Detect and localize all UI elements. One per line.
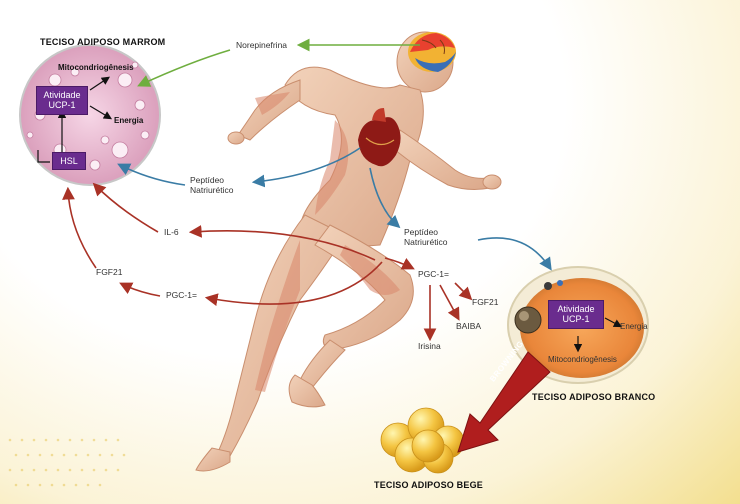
- peptide-heart-label: Peptídeo Natriurético: [190, 175, 234, 195]
- pgc-to-baiba-arrow: [439, 284, 460, 321]
- hsl-corner-arrow: [37, 150, 50, 163]
- peptide-right-label: Peptídeo Natriurético: [404, 227, 448, 247]
- baiba-label: BAIBA: [456, 321, 482, 331]
- pgc-to-fgf21-arrow: [454, 282, 473, 301]
- white-activity-box: Atividade UCP-1: [548, 300, 604, 329]
- white-mitochondriogenesis-label: Mitocondriogênesis: [548, 355, 617, 364]
- browning-arrow: [457, 351, 551, 453]
- brain: [408, 32, 456, 72]
- brown-to-mito-arrow: [89, 76, 110, 91]
- brown-mitochondriogenesis-label: Mitocondriogênesis: [58, 63, 134, 72]
- white-to-energy-arrow: [604, 317, 623, 328]
- beige-fat-cluster: [380, 407, 465, 474]
- muscle-to-il6-arrow: [188, 224, 376, 261]
- beige-tissue-title: TECISO ADIPOSO BEGE: [374, 480, 483, 490]
- pgc-left-label: PGC-1=: [166, 290, 197, 300]
- peptide-to-brown-arrow: [117, 163, 186, 186]
- heart: [358, 108, 401, 167]
- white-tissue-title: TECISO ADIPOSO BRANCO: [532, 392, 656, 402]
- il6-label: IL-6: [164, 227, 179, 237]
- norepinephrine-to-brown-arrow: [137, 49, 231, 87]
- white-energy-label: Energia: [620, 322, 648, 331]
- pgc-center-label: PGC-1=: [418, 269, 449, 279]
- muscle-accents: [255, 92, 400, 392]
- fgf21-center-label: FGF21: [472, 297, 499, 307]
- brown-tissue-circle: [19, 44, 161, 186]
- dot-texture: [8, 438, 126, 487]
- fgf21-to-brown-arrow: [62, 186, 97, 269]
- heart-to-right-peptide-arrow: [369, 167, 401, 229]
- heart-to-peptide-arrow: [251, 147, 361, 188]
- brown-tissue-title: TECISO ADIPOSO MARROM: [40, 37, 166, 47]
- muscle-to-pgc-center-arrow: [384, 257, 415, 270]
- muscle-to-pgc-left-arrow: [204, 261, 383, 306]
- hsl-box: HSL: [52, 152, 86, 171]
- fgf21-left-label: FGF21: [96, 267, 123, 277]
- norepinephrine-label: Norepinefrina: [236, 40, 288, 50]
- brown-to-energy-arrow: [89, 105, 113, 120]
- peptide-to-white-arrow: [477, 237, 552, 271]
- pgc-left-to-fgf21-arrow: [119, 282, 161, 297]
- brown-activity-box: Atividade UCP-1: [36, 86, 88, 115]
- il6-to-brown-arrow: [92, 182, 159, 233]
- brown-energy-label: Energia: [114, 116, 144, 125]
- irisina-label: Irisina: [418, 341, 441, 351]
